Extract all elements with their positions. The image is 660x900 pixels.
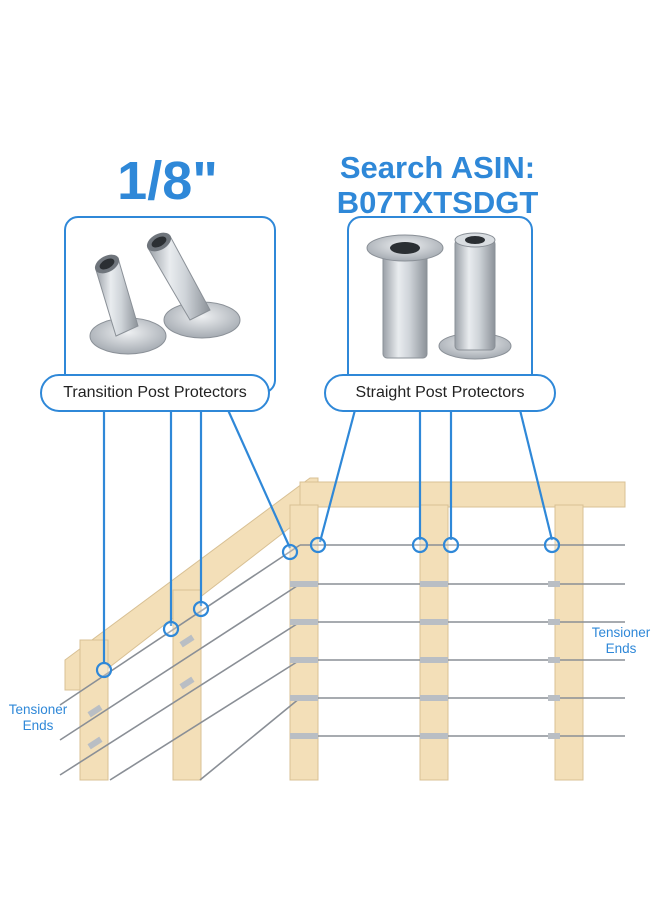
highlight-circle <box>442 536 460 554</box>
size-title: 1/8" <box>117 151 218 211</box>
tensioner-ends-label-right: Tensioner Ends <box>584 625 658 657</box>
asin-title: Search ASIN: B07TXTSDGT <box>325 150 550 220</box>
tensioner-ends-label-left: Tensioner Ends <box>0 702 76 734</box>
pointer-lines <box>102 409 554 664</box>
highlight-circle <box>192 600 210 618</box>
highlight-circles <box>95 536 561 679</box>
asin-title-line2: B07TXTSDGT <box>336 185 539 220</box>
straight-post-protectors-label: Straight Post Protectors <box>324 374 556 412</box>
cable-fittings <box>87 581 560 750</box>
transition-product-panel <box>64 216 276 394</box>
cables <box>59 544 625 781</box>
wood-posts <box>79 504 584 781</box>
highlight-circle <box>95 661 113 679</box>
tensioner-label-line1: Tensioner <box>8 702 68 717</box>
tensioner-label-line1: Tensioner <box>591 625 651 640</box>
angled-post-protector-icon <box>89 232 241 355</box>
handrail <box>64 477 626 691</box>
straight-product-panel <box>347 216 533 394</box>
highlight-circle <box>281 543 299 561</box>
highlight-circle <box>543 536 561 554</box>
tensioner-label-line2: Ends <box>605 641 637 656</box>
highlight-circle <box>162 620 180 638</box>
highlight-circle <box>309 536 327 554</box>
straight-post-protector-icon <box>366 232 512 360</box>
tensioner-label-line2: Ends <box>22 718 54 733</box>
transition-post-protectors-label: Transition Post Protectors <box>40 374 270 412</box>
asin-title-line1: Search ASIN: <box>339 150 536 185</box>
highlight-circle <box>411 536 429 554</box>
